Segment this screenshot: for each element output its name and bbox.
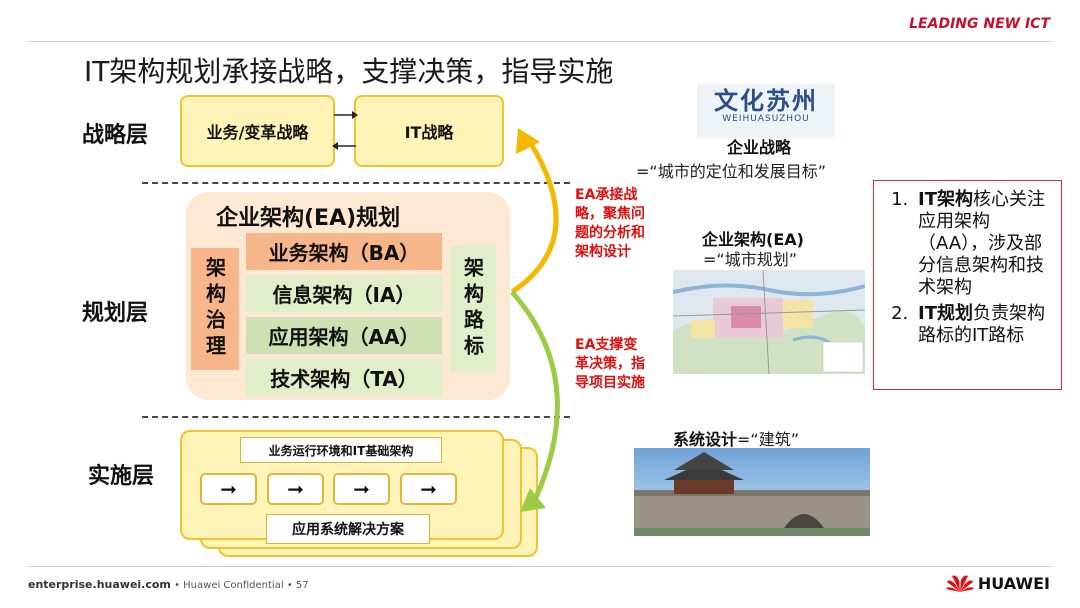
flow-arrow-icon: ➞ <box>333 473 390 505</box>
brand-tagline: LEADING NEW ICT <box>909 16 1050 32</box>
ea-planning-title: 企业架构(EA)规划 <box>216 206 401 231</box>
architecture-roadmap-tile: 架构路标 <box>450 246 496 372</box>
system-design-caption: 系统设计=“建筑” <box>673 430 800 449</box>
key-points-box: IT架构核心关注应用架构（AA），涉及部分信息架构和技术架构 IT规划负责架构路… <box>873 180 1062 390</box>
page-title: IT架构规划承接战略，支撑决策，指导实施 <box>84 55 614 88</box>
enterprise-strategy-title: 企业战略 <box>727 138 792 157</box>
information-architecture-tile: 信息架构（IA） <box>246 275 442 312</box>
layer-label-implementation: 实施层 <box>88 464 155 489</box>
city-plan-map-image <box>673 270 865 374</box>
flow-arrow-icon: ➞ <box>400 473 457 505</box>
business-strategy-box: 业务/变革战略 <box>180 95 335 167</box>
layer-label-strategy: 战略层 <box>82 123 149 148</box>
flow-arrow-icon: ➞ <box>200 473 257 505</box>
suzhou-culture-logo: 文化苏州 WEIHUASUZHOU <box>697 84 835 138</box>
key-points-list: IT架构核心关注应用架构（AA），涉及部分信息架构和技术架构 IT规划负责架构路… <box>884 189 1051 347</box>
footer-text: enterprise.huawei.com • Huawei Confident… <box>28 578 309 591</box>
ancient-city-gate-image <box>634 448 870 536</box>
layer-label-planning: 规划层 <box>82 301 149 326</box>
flow-curved-arrows-icon <box>510 128 560 512</box>
huawei-logo: HUAWEI <box>945 572 1050 594</box>
ea-undertakes-strategy-note: EA承接战略，聚焦问题的分析和架构设计 <box>575 187 645 260</box>
flow-arrow-icon: ➞ <box>267 473 324 505</box>
application-solution-label: 应用系统解决方案 <box>266 514 430 544</box>
it-strategy-box: IT战略 <box>354 95 504 167</box>
enterprise-architecture-title: 企业架构(EA) <box>702 230 804 249</box>
separator-planning-implementation <box>142 416 570 418</box>
enterprise-strategy-analogy: =“城市的定位和发展目标” <box>636 162 826 181</box>
separator-strategy-planning <box>142 182 570 184</box>
ea-supports-decision-note: EA支撑变革决策，指导项目实施 <box>575 337 645 391</box>
enterprise-architecture-analogy: =“城市规划” <box>703 250 797 269</box>
application-architecture-tile: 应用架构（AA） <box>246 317 442 354</box>
key-point-item: IT架构核心关注应用架构（AA），涉及部分信息架构和技术架构 <box>914 189 1051 299</box>
architecture-governance-tile: 架构治理 <box>191 248 239 370</box>
footer-divider <box>28 566 1052 567</box>
technology-architecture-tile: 技术架构（TA） <box>246 359 442 396</box>
key-point-item: IT规划负责架构路标的IT路标 <box>914 303 1051 347</box>
huawei-petal-icon <box>945 575 974 592</box>
header-divider <box>28 41 1052 42</box>
strategy-exchange-arrows-icon <box>332 111 358 150</box>
business-architecture-tile: 业务架构（BA） <box>246 233 442 270</box>
business-env-label: 业务运行环境和IT基础架构 <box>240 437 442 463</box>
